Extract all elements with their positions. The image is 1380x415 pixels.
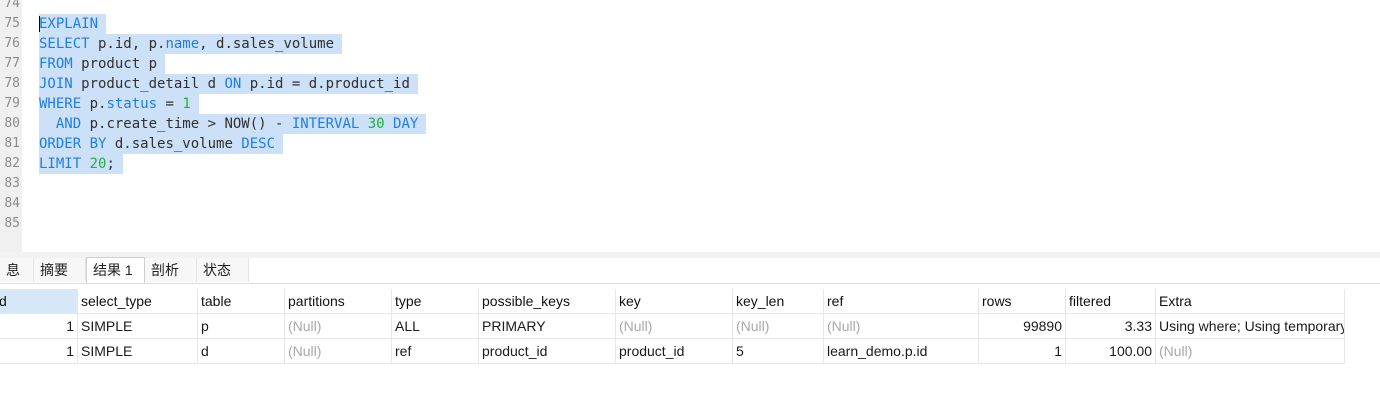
sql-number: 30 — [367, 116, 385, 132]
sql-keyword: name — [165, 36, 200, 52]
tab-2[interactable]: 结果 1 — [86, 257, 145, 283]
sql-keyword: FROM — [39, 56, 73, 72]
grid-cell[interactable]: 99890 — [979, 314, 1066, 339]
sql-keyword: DAY — [393, 116, 419, 132]
column-header[interactable]: select_type — [78, 289, 198, 314]
sql-text: p.create_time > NOW() - — [81, 116, 292, 132]
sql-keyword: EXPLAIN — [39, 16, 99, 32]
selected-code-text: AND p.create_time > NOW() - INTERVAL 30 … — [39, 114, 427, 134]
tab-4[interactable]: 状态 — [197, 258, 249, 282]
sql-text: product p — [72, 56, 158, 72]
selected-code-text: EXPLAIN — [39, 14, 107, 34]
column-header[interactable]: type — [392, 289, 479, 314]
grid-cell[interactable]: 3.33 — [1066, 314, 1156, 339]
column-header[interactable]: ref — [824, 289, 979, 314]
column-header[interactable]: partitions — [285, 289, 392, 314]
grid-cell[interactable]: SIMPLE — [78, 339, 198, 364]
grid-cell[interactable]: PRIMARY — [479, 314, 616, 339]
sql-text — [359, 116, 367, 132]
line-number: 81 — [4, 136, 20, 151]
selected-code-text: SELECT p.id, p.name, d.sales_volume — [39, 34, 343, 54]
grid-cell[interactable]: (Null) — [285, 339, 392, 364]
line-number: 82 — [4, 156, 20, 171]
line-number: 75 — [4, 16, 20, 31]
column-header[interactable]: rows — [979, 289, 1066, 314]
column-header[interactable]: possible_keys — [479, 289, 616, 314]
grid-cell[interactable]: 5 — [733, 339, 824, 364]
sql-keyword: JOIN — [39, 76, 73, 92]
grid-cell[interactable]: product_id — [479, 339, 616, 364]
grid-cell[interactable]: SIMPLE — [78, 314, 198, 339]
line-number: 74 — [4, 0, 20, 11]
sql-number: 1 — [182, 96, 191, 112]
sql-number: 20 — [89, 156, 107, 172]
sql-text: ; — [106, 156, 115, 172]
sql-keyword: AND — [55, 116, 82, 132]
column-header[interactable]: key_len — [733, 289, 824, 314]
tab-3[interactable]: 剖析 — [145, 258, 197, 282]
sql-text: p.id, p. — [89, 36, 166, 52]
sql-text: p. — [81, 96, 107, 112]
grid-cell[interactable]: 1 — [0, 339, 78, 364]
grid-cell[interactable]: (Null) — [285, 314, 392, 339]
grid-cell[interactable]: 1 — [979, 339, 1066, 364]
grid-cell[interactable]: ref — [392, 339, 479, 364]
sql-keyword: ON — [224, 76, 242, 92]
column-header[interactable]: d — [0, 289, 78, 314]
sql-text: product_detail d — [72, 76, 225, 92]
grid-cell[interactable]: 1 — [0, 314, 78, 339]
selected-code-text: JOIN product_detail d ON p.id = d.produc… — [39, 74, 418, 94]
sql-keyword: DESC — [241, 136, 276, 152]
selected-code-text: WHERE p.status = 1 — [39, 94, 199, 114]
grid-cell[interactable]: Using where; Using temporary; Using file… — [1156, 314, 1345, 339]
sql-keyword: ORDER BY — [39, 136, 107, 152]
sql-text: p.id = d.product_id — [241, 76, 410, 92]
pane-splitter[interactable] — [0, 252, 1380, 258]
sql-text: = — [157, 96, 183, 112]
grid-cell[interactable]: (Null) — [616, 314, 733, 339]
sql-keyword: LIMIT — [39, 156, 82, 172]
sql-text — [385, 116, 393, 132]
line-number: 83 — [4, 176, 20, 191]
column-header[interactable]: Extra — [1156, 289, 1345, 314]
grid-cell[interactable]: (Null) — [1156, 339, 1345, 364]
sql-keyword: SELECT — [39, 36, 90, 52]
grid-cell[interactable]: ALL — [392, 314, 479, 339]
line-number: 79 — [4, 96, 20, 111]
selected-code-text: FROM product p — [39, 54, 166, 74]
column-header[interactable]: key — [616, 289, 733, 314]
grid-cell[interactable]: d — [198, 339, 285, 364]
grid-cell[interactable]: 100.00 — [1066, 339, 1156, 364]
selected-code-text: ORDER BY d.sales_volume DESC — [39, 134, 284, 154]
grid-cell[interactable]: (Null) — [824, 314, 979, 339]
grid-cell[interactable]: (Null) — [733, 314, 824, 339]
sql-keyword: INTERVAL — [291, 116, 360, 132]
grid-cell[interactable]: product_id — [616, 339, 733, 364]
sql-text — [81, 156, 89, 172]
line-number: 77 — [4, 56, 20, 71]
sql-keyword: WHERE — [39, 96, 82, 112]
selected-code-text: LIMIT 20; — [39, 154, 123, 174]
grid-cell[interactable]: learn_demo.p.id — [824, 339, 979, 364]
sql-text: , d.sales_volume — [199, 36, 335, 52]
sql-keyword: status — [106, 96, 158, 112]
sql-text: d.sales_volume — [106, 136, 242, 152]
tab-1[interactable]: 摘要 — [34, 258, 86, 282]
sql-text — [39, 116, 56, 132]
line-number: 78 — [4, 76, 20, 91]
line-number-gutter — [0, 0, 22, 252]
grid-cell[interactable]: p — [198, 314, 285, 339]
sql-editor[interactable]: 74 75 EXPLAIN 76 SELECT p.id, p.name, d.sale… — [0, 0, 1380, 252]
line-number: 76 — [4, 36, 20, 51]
tab-0[interactable]: 息 — [0, 258, 34, 282]
text-cursor — [39, 16, 40, 32]
line-number: 85 — [4, 216, 20, 231]
column-header[interactable]: filtered — [1066, 289, 1156, 314]
column-header[interactable]: table — [198, 289, 285, 314]
line-number: 80 — [4, 116, 20, 131]
line-number: 84 — [4, 196, 20, 211]
